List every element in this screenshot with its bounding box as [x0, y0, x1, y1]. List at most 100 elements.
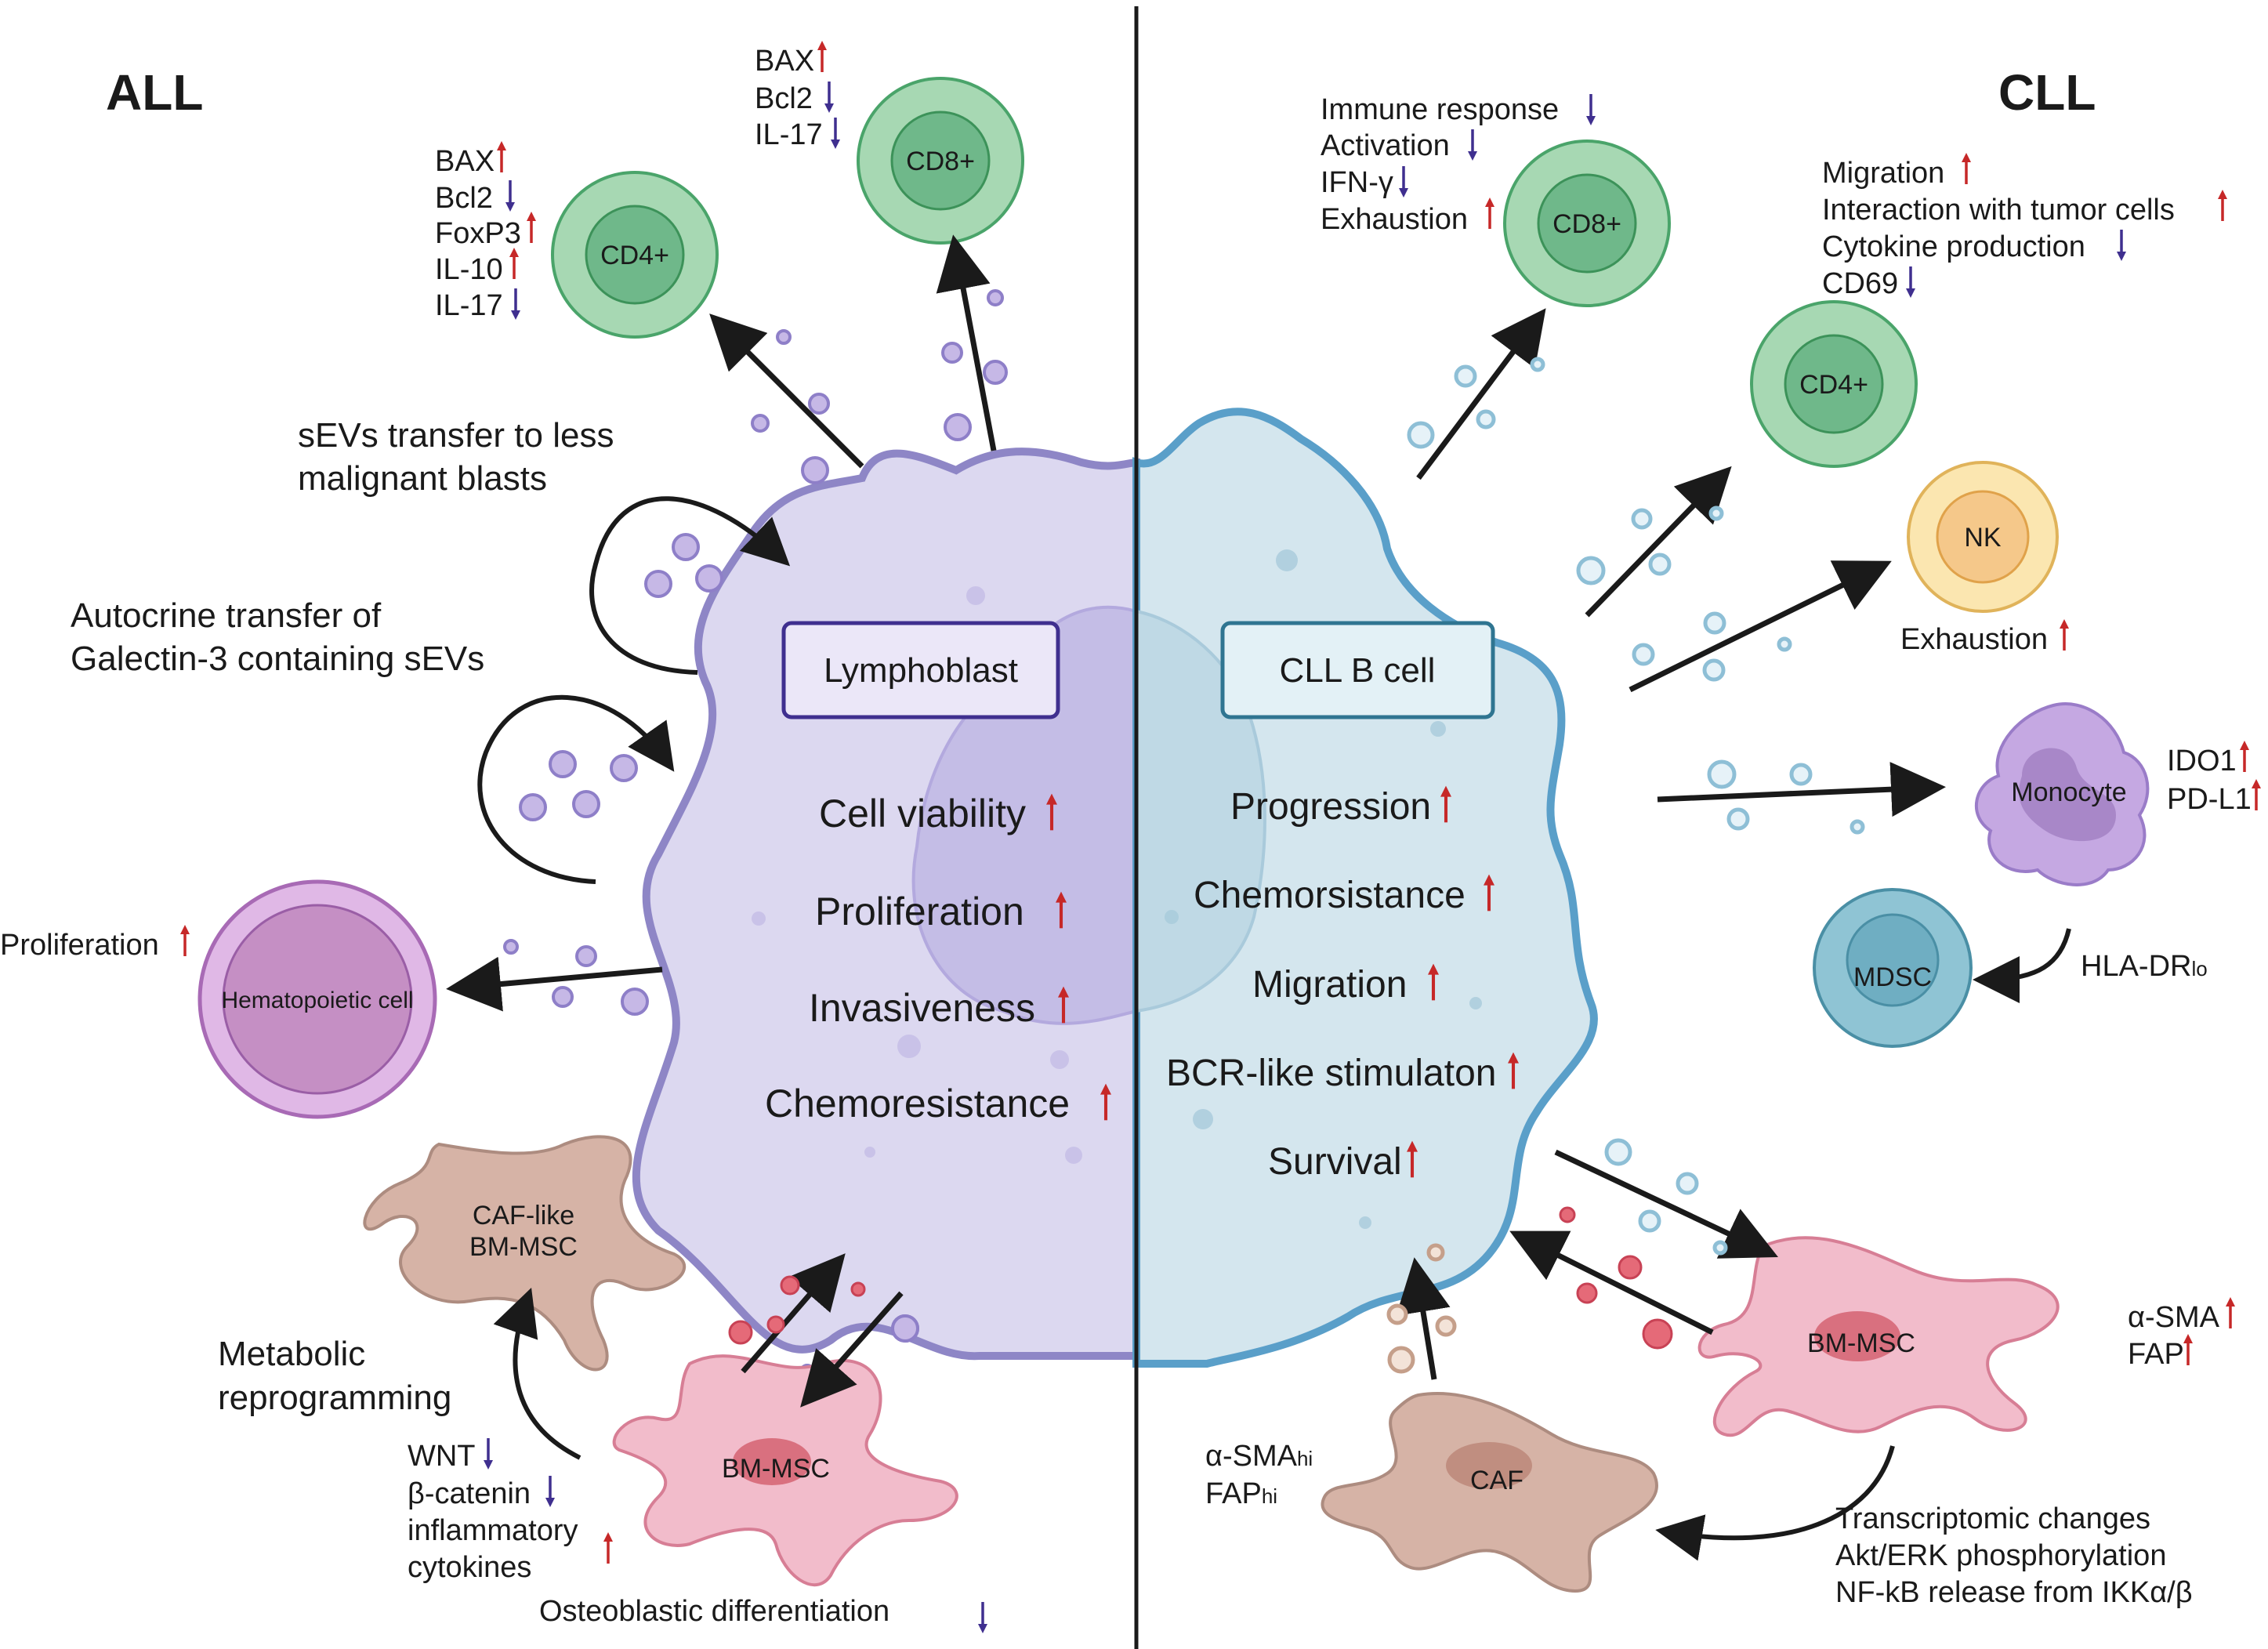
arrow-to-caf-like — [493, 1288, 581, 1460]
arrow-blast-to-bmmsc — [800, 1291, 904, 1408]
arrow-bmmsc-to-cll — [1509, 1230, 1714, 1336]
cll-bmmsc-label: BM-MSC — [1807, 1328, 1915, 1358]
caf-asma-hi: α-SMAhi — [1205, 1440, 1313, 1473]
marker-bcl2: Bcl2 — [435, 182, 493, 215]
effect-bcr: BCR-like stimulaton — [1166, 1053, 1496, 1094]
all-cd4-markers: BAX Bcl2 FoxP3 IL-10 IL-17 — [435, 140, 538, 322]
wnt-label: WNT — [408, 1440, 476, 1473]
hematopoietic-proliferation: Proliferation — [0, 929, 159, 962]
cll-cd4-markers: Migration Interaction with tumor cells C… — [1822, 151, 2229, 300]
lymphoblast-label: Lymphoblast — [824, 651, 1018, 690]
cll-cd4-cytokine: Cytokine production — [1822, 230, 2085, 263]
cll-cd4-migration: Migration — [1822, 157, 1944, 190]
effect-chemorsistance: Chemorsistance — [1194, 875, 1466, 916]
nk-exhaustion: Exhaustion — [1900, 623, 2048, 656]
cd8-marker-bcl2: Bcl2 — [755, 82, 813, 115]
cll-caf-label: CAF — [1470, 1466, 1523, 1495]
transcript-line3: NF-kB release from IKKα/β — [1835, 1576, 2193, 1609]
caf-like-bmmsc: CAF-like BM-MSC — [363, 1135, 687, 1372]
cll-bmmsc: BM-MSC — [1697, 1236, 2060, 1437]
all-cd4-cell: CD4+ — [551, 171, 719, 339]
all-red-vesicles — [728, 1275, 866, 1345]
hla-label: HLA-DRlo — [2081, 950, 2208, 983]
lymphoblast-label-box — [781, 621, 1060, 719]
cll-label-box — [1220, 621, 1495, 719]
all-cd8-cell: CD8+ — [857, 77, 1024, 245]
all-bmmsc-label: BM-MSC — [722, 1454, 830, 1484]
monocyte-label: Monocyte — [2011, 777, 2126, 807]
beta-catenin-label: β-catenin — [408, 1477, 531, 1510]
autocrine-line1: Autocrine transfer of — [71, 596, 382, 635]
cll-cd8-exhaustion: Exhaustion — [1321, 203, 1468, 236]
inner-specks — [752, 586, 1082, 1164]
arrow-caf-to-cll — [1396, 1257, 1451, 1380]
all-cd4-label: CD4+ — [600, 241, 669, 270]
cll-cd8-label: CD8+ — [1552, 209, 1621, 239]
cd8-marker-il17: IL-17 — [755, 118, 823, 151]
cll-cd8-activation: Activation — [1321, 129, 1450, 162]
effect-migration: Migration — [1252, 964, 1407, 1006]
caf-like-line2: BM-MSC — [469, 1232, 578, 1262]
sevs-transfer-line2: malignant blasts — [298, 459, 547, 498]
caf-like-line1: CAF-like — [473, 1201, 574, 1230]
marker-bax: BAX — [435, 145, 495, 178]
arrow-to-all-cd8 — [936, 234, 997, 451]
arrow-to-monocyte — [1657, 762, 1946, 817]
cll-inner-specks — [1165, 549, 1482, 1229]
arrow-bmmsc-to-caf — [1655, 1445, 1895, 1561]
cll-asma: α-SMA — [2128, 1301, 2220, 1334]
title-cll: CLL — [1998, 64, 2096, 121]
effect-invasiveness: Invasiveness — [809, 986, 1035, 1030]
title-all: ALL — [106, 64, 203, 121]
arrow-monocyte-to-mdsc — [1973, 928, 2071, 1003]
cll-cd8-immune: Immune response — [1321, 93, 1559, 126]
hematopoietic-label: Hematopoietic cell — [221, 988, 413, 1013]
all-bmmsc: BM-MSC — [612, 1354, 958, 1587]
caf-fap-hi: FAPhi — [1205, 1477, 1277, 1510]
cll-caf: CAF — [1321, 1392, 1658, 1593]
cll-fap: FAP — [2128, 1338, 2184, 1371]
sevs-transfer-line1: sEVs transfer to less — [298, 416, 614, 455]
marker-foxp3: FoxP3 — [435, 217, 521, 250]
arrow-to-cll-cd4 — [1585, 466, 1732, 618]
autocrine-line2: Galectin-3 containing sEVs — [71, 640, 484, 678]
nk-cell: NK — [1907, 461, 2059, 613]
arrow-to-hematopoietic — [446, 956, 663, 1012]
cll-tan-vesicles — [1386, 1243, 1457, 1374]
effect-cell-viability: Cell viability — [819, 792, 1026, 835]
cll-cd4-cell: CD4+ — [1750, 300, 1918, 468]
inflammatory-line2: cytokines — [408, 1551, 531, 1584]
cll-cd4-label: CD4+ — [1799, 370, 1868, 400]
effect-proliferation: Proliferation — [815, 890, 1024, 933]
hematopoietic-cell: Hematopoietic cell — [197, 879, 437, 1119]
cll-red-vesicles — [1559, 1206, 1673, 1350]
effect-chemoresistance: Chemoresistance — [765, 1082, 1070, 1125]
effect-survival: Survival — [1268, 1141, 1402, 1183]
marker-il17: IL-17 — [435, 289, 503, 322]
transcript-line2: Akt/ERK phosphorylation — [1835, 1539, 2166, 1572]
effect-progression: Progression — [1230, 786, 1431, 828]
cll-cd8-ifn: IFN-γ — [1321, 166, 1393, 199]
cll-effects: Progression Chemorsistance Migration BCR… — [1166, 786, 1519, 1183]
cll-cd8-cell: CD8+ — [1503, 140, 1671, 307]
arrow-bmmsc-to-blast — [741, 1253, 846, 1374]
ido1-label: IDO1 — [2167, 745, 2237, 777]
osteoblastic-label: Osteoblastic differentiation — [539, 1595, 889, 1628]
all-cd8-markers: BAX Bcl2 IL-17 — [755, 39, 842, 151]
mdsc-label: MDSC — [1853, 962, 1932, 992]
monocyte-cell: Monocyte — [1975, 702, 2150, 886]
cd8-marker-bax: BAX — [755, 45, 814, 78]
marker-il10: IL-10 — [435, 253, 503, 286]
arrow-to-nk — [1629, 560, 1892, 693]
metabolic-line1: Metabolic — [218, 1335, 365, 1373]
mdsc-cell: MDSC — [1813, 888, 1973, 1048]
arrow-autocrine — [477, 694, 675, 884]
all-cd8-label: CD8+ — [906, 147, 975, 176]
cll-cd4-cd69: CD69 — [1822, 267, 1898, 300]
pdl1-label: PD-L1 — [2167, 783, 2252, 816]
arrow-to-cll-cd8 — [1416, 308, 1546, 480]
arrow-cll-to-bmmsc — [1554, 1149, 1778, 1259]
metabolic-line2: reprogramming — [218, 1379, 451, 1417]
nk-label: NK — [1964, 523, 2002, 553]
